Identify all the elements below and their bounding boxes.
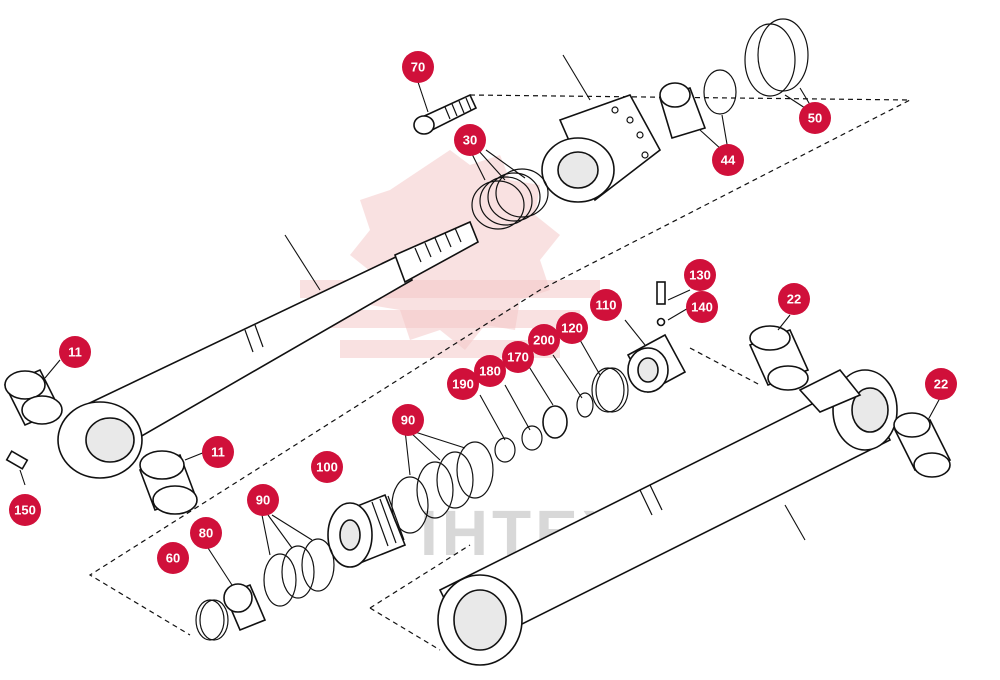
callout-140[interactable]: 140 (686, 291, 718, 323)
callout-bubble[interactable] (528, 324, 560, 356)
callout-label: 170 (507, 350, 529, 365)
callout-bubble[interactable] (157, 542, 189, 574)
callout-bubble[interactable] (454, 124, 486, 156)
bushing-22-top (748, 325, 810, 391)
callout-bubble[interactable] (474, 355, 506, 387)
callout-60[interactable]: 60 (157, 542, 189, 574)
ball-140 (656, 317, 666, 327)
callout-label: 120 (561, 321, 583, 336)
ring-180 (521, 425, 543, 451)
callout-bubble[interactable] (686, 291, 718, 323)
ring-60 (195, 599, 229, 641)
callout-bubble[interactable] (712, 144, 744, 176)
seal-ring-120 (591, 367, 629, 413)
callout-11a[interactable]: 11 (59, 336, 91, 368)
cylinder-head (541, 54, 662, 203)
callout-label: 50 (808, 111, 822, 126)
bushing-11-left (3, 368, 63, 427)
set-screw-130 (656, 281, 666, 305)
callout-label: 22 (934, 377, 948, 392)
callout-label: 110 (596, 298, 617, 313)
callout-label: 180 (479, 364, 501, 379)
callout-11b[interactable]: 11 (202, 436, 234, 468)
callout-bubble[interactable] (684, 259, 716, 291)
callout-70[interactable]: 70 (402, 51, 434, 83)
callout-190[interactable]: 190 (447, 368, 479, 400)
bushing-11-right (138, 450, 198, 515)
snap-ring-190 (494, 437, 516, 463)
callout-label: 90 (401, 413, 415, 428)
callout-130[interactable]: 130 (684, 259, 716, 291)
callout-label: 140 (691, 300, 713, 315)
callout-90b[interactable]: 90 (247, 484, 279, 516)
callout-label: 80 (199, 526, 213, 541)
callout-bubble[interactable] (447, 368, 479, 400)
piston-100 (327, 493, 407, 568)
callout-bubble[interactable] (9, 494, 41, 526)
bushing-80 (207, 547, 267, 632)
callout-bubble[interactable] (202, 436, 234, 468)
callout-bubble[interactable] (590, 289, 622, 321)
callout-80[interactable]: 80 (190, 517, 222, 549)
callout-bubble[interactable] (190, 517, 222, 549)
callout-180[interactable]: 180 (474, 355, 506, 387)
callout-bubble[interactable] (311, 451, 343, 483)
callout-22a[interactable]: 22 (778, 283, 810, 315)
callout-bubble[interactable] (392, 404, 424, 436)
callout-label: 60 (166, 551, 180, 566)
o-ring-200 (576, 392, 594, 418)
callout-label: 44 (721, 153, 736, 168)
callout-label: 22 (787, 292, 801, 307)
bolt-70 (413, 93, 478, 135)
callout-150[interactable]: 150 (9, 494, 41, 526)
bushing-44 (659, 69, 737, 151)
callout-100[interactable]: 100 (311, 451, 343, 483)
callout-label: 150 (14, 503, 36, 518)
callout-label: 130 (689, 268, 711, 283)
callout-120[interactable]: 120 (556, 312, 588, 344)
callout-bubble[interactable] (799, 102, 831, 134)
callout-bubble[interactable] (247, 484, 279, 516)
callout-110[interactable]: 110 (590, 289, 622, 321)
callout-50[interactable]: 50 (799, 102, 831, 134)
callout-label: 70 (411, 60, 425, 75)
callout-label: 100 (316, 460, 338, 475)
callout-44[interactable]: 44 (712, 144, 744, 176)
callout-bubble[interactable] (556, 312, 588, 344)
ring-50 (744, 18, 813, 109)
seal-set-90-lower (261, 514, 335, 607)
callout-30[interactable]: 30 (454, 124, 486, 156)
callout-label: 11 (211, 445, 225, 460)
callout-bubble[interactable] (59, 336, 91, 368)
bushing-22-right (893, 412, 952, 478)
callout-label: 90 (256, 493, 270, 508)
collar-170 (542, 405, 568, 439)
callout-label: 200 (533, 333, 555, 348)
piston-nut-110 (624, 319, 687, 394)
grease-fitting-150 (5, 450, 29, 486)
callout-layer: 70 30 44 50 130 140 110 200 120 170 180 190 22 22 11 11… (9, 51, 957, 574)
callout-label: 190 (452, 377, 474, 392)
callout-label: 30 (463, 133, 477, 148)
callout-bubble[interactable] (502, 341, 534, 373)
callout-leaders (44, 81, 941, 461)
cylinder-tube (437, 368, 898, 666)
callout-bubble[interactable] (778, 283, 810, 315)
callout-bubble[interactable] (402, 51, 434, 83)
callout-200[interactable]: 200 (528, 324, 560, 356)
callout-bubble[interactable] (925, 368, 957, 400)
callout-90a[interactable]: 90 (392, 404, 424, 436)
seal-set-90-upper (391, 429, 494, 534)
callout-170[interactable]: 170 (502, 341, 534, 373)
piston-rod (57, 220, 480, 479)
seal-set-30 (469, 149, 549, 230)
callout-22b[interactable]: 22 (925, 368, 957, 400)
callout-label: 11 (68, 345, 82, 360)
